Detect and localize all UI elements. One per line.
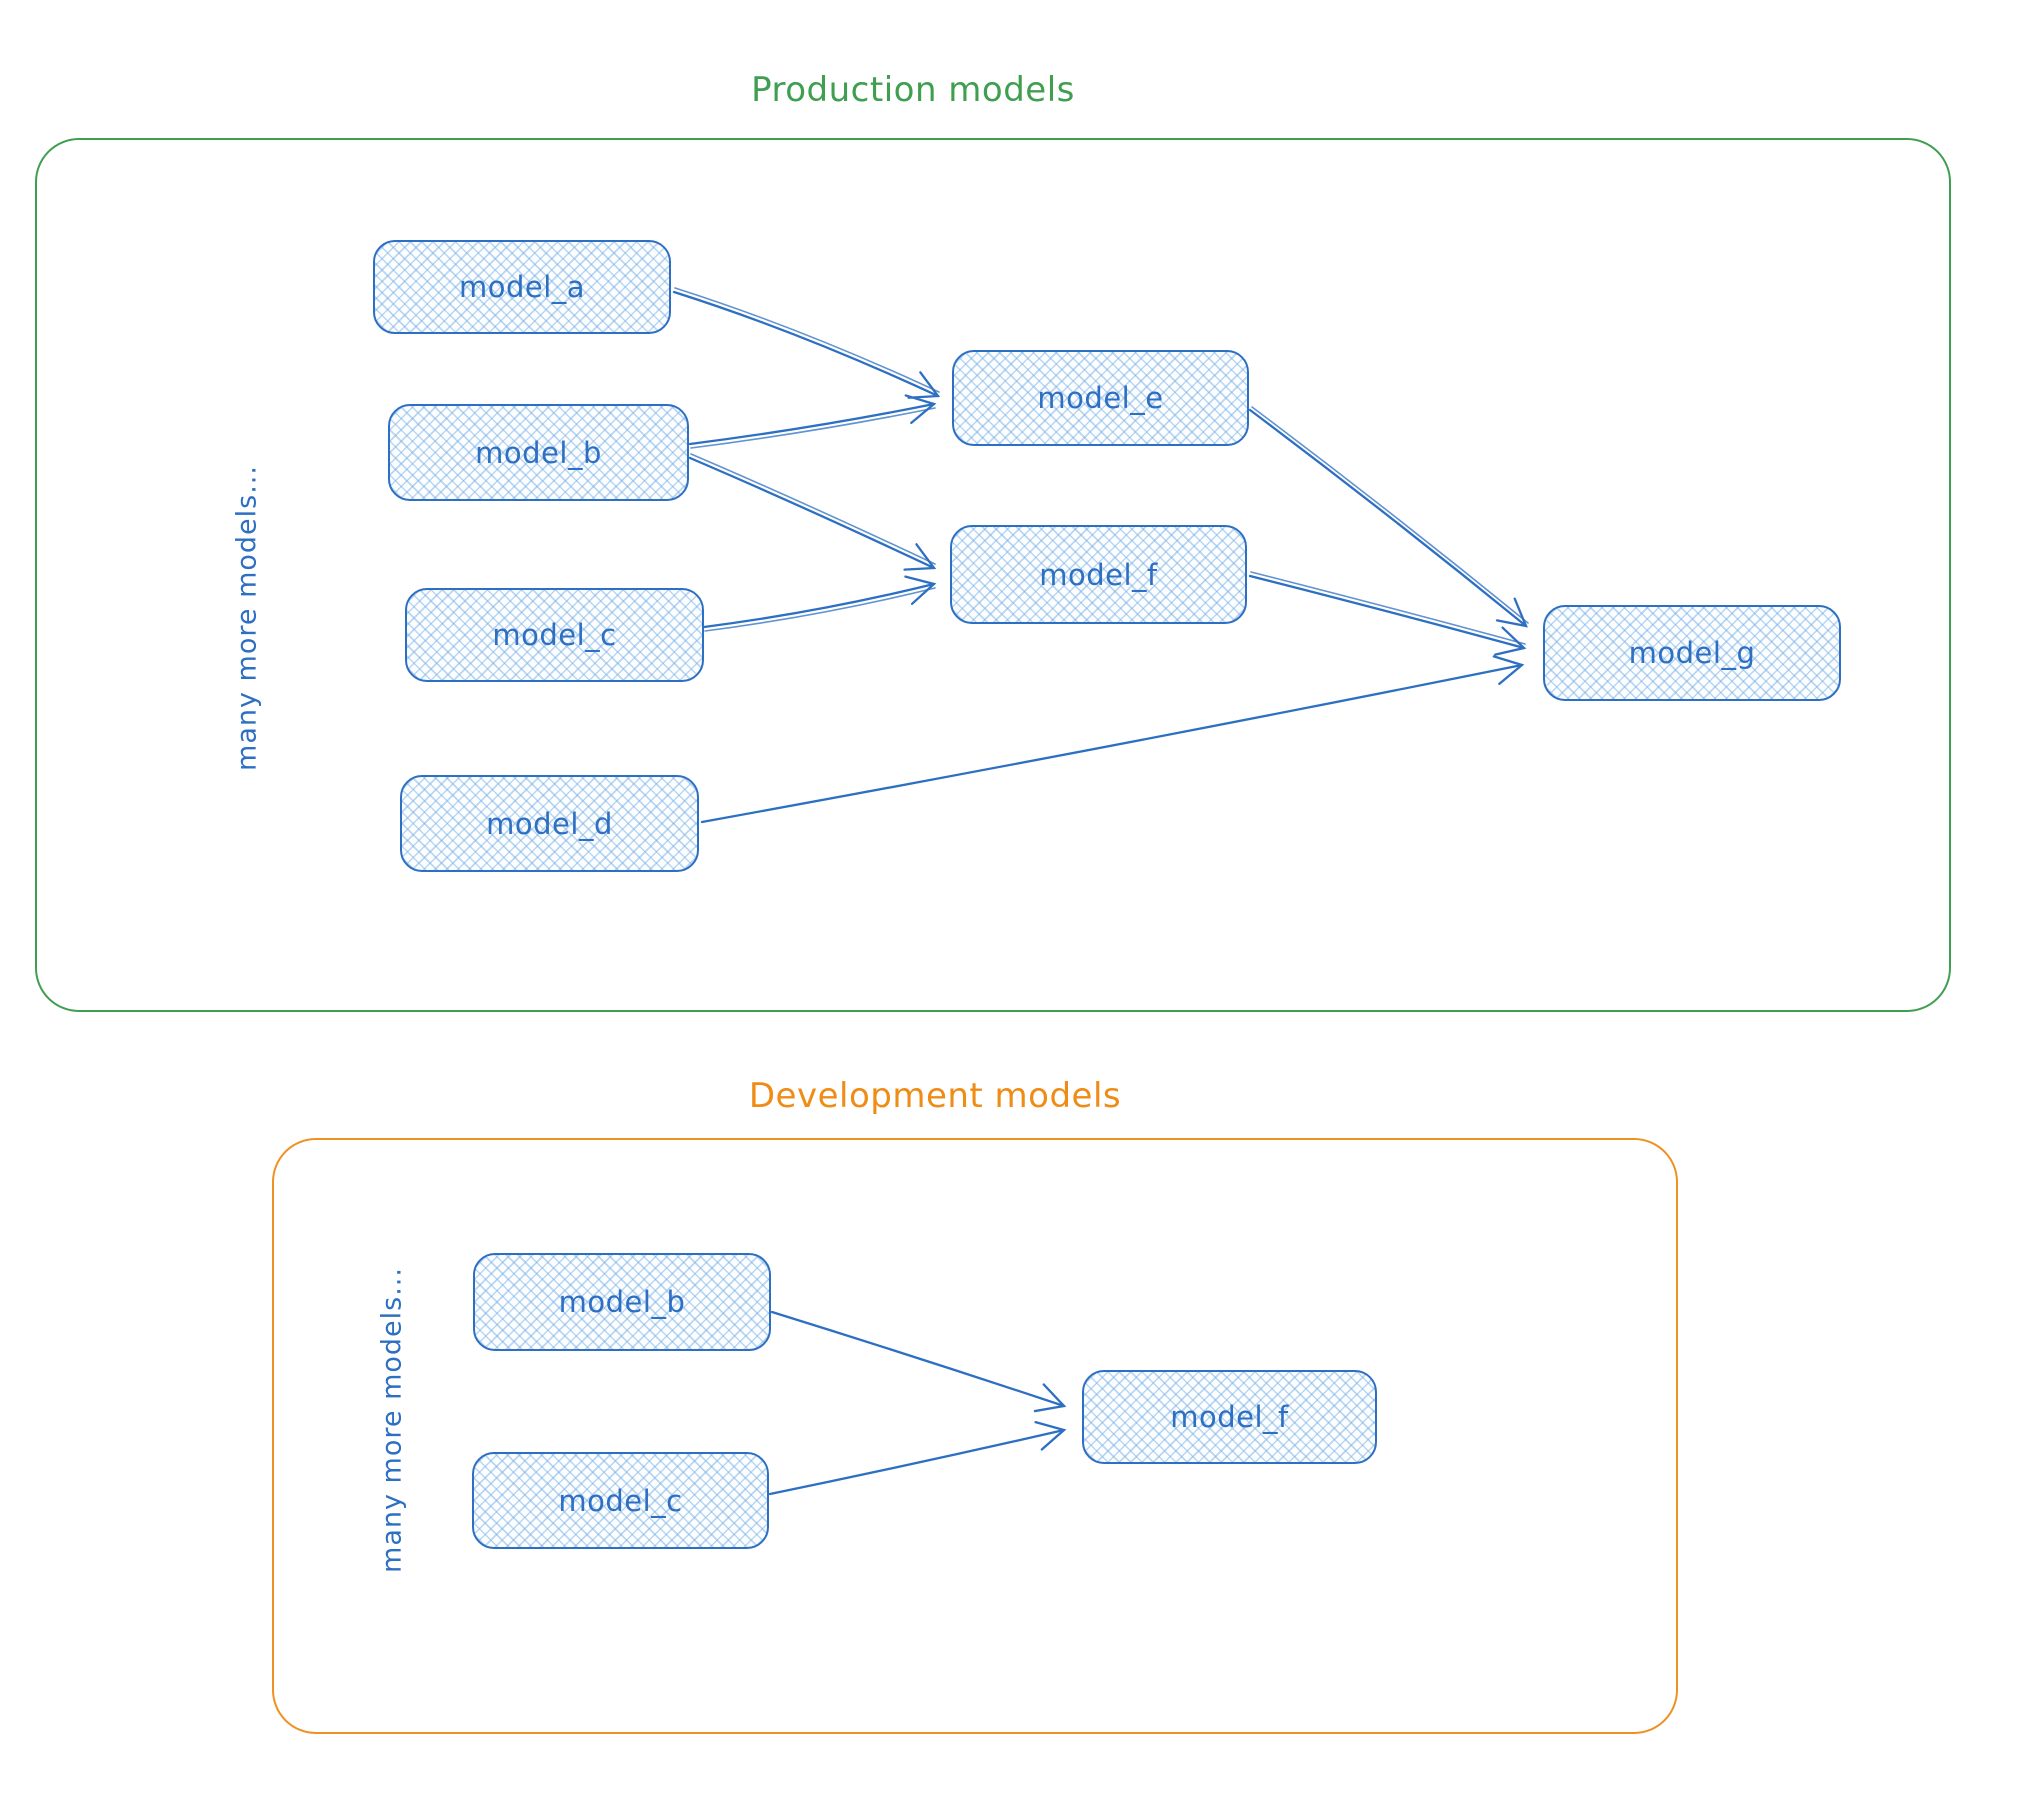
node-production-model-f-label: model_f [1039,557,1158,592]
node-development-model-f: model_f [1082,1370,1377,1464]
node-production-model-g-label: model_g [1628,636,1756,670]
node-production-model-g: model_g [1543,605,1841,701]
node-development-model-b-label: model_b [558,1285,686,1319]
node-production-model-d: model_d [400,775,699,872]
development-section-title: Development models [748,1076,1122,1116]
node-development-model-b: model_b [473,1253,771,1351]
development-section-frame [272,1138,1678,1734]
node-production-model-f: model_f [950,525,1247,624]
node-development-model-c-label: model_c [558,1483,683,1518]
production-section-frame [35,138,1951,1012]
node-production-model-c-label: model_c [492,618,617,652]
node-production-model-e: model_e [952,350,1249,446]
node-development-model-f-label: model_f [1170,1400,1289,1434]
development-many-more-models-label: many more models... [376,1267,408,1573]
production-many-more-models-label: many more models... [231,465,263,771]
node-production-model-d-label: model_d [486,806,613,841]
node-production-model-b: model_b [388,404,689,501]
node-development-model-c: model_c [472,1452,769,1549]
node-production-model-a: model_a [373,240,671,334]
node-production-model-a-label: model_a [458,270,586,304]
node-production-model-b-label: model_b [475,435,602,470]
node-production-model-c: model_c [405,588,704,682]
node-production-model-e-label: model_e [1037,381,1164,415]
production-section-title: Production models [751,70,1075,110]
